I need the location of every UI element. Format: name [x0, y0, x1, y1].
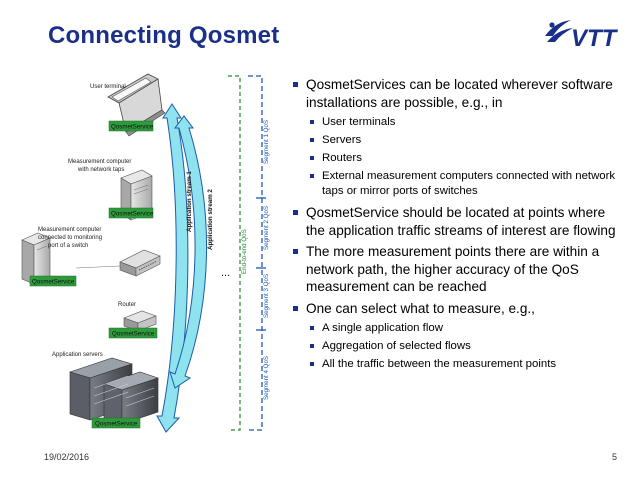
label-segment-4-qos: Segment 4 QoS — [263, 356, 270, 400]
qosmetservice-label-terminal: QosmetService — [111, 124, 154, 131]
label-segment-3-qos: Segment 3 QoS — [263, 274, 270, 318]
bullet-1-sublist: User terminals Servers Routers External … — [292, 115, 622, 199]
qosmetservice-box-monitoring — [29, 275, 77, 287]
label-user-terminal: User terminal — [90, 84, 126, 90]
bullet-1-item-2: Servers — [292, 133, 622, 148]
label-monitoring-computer-3: port of a switch — [48, 243, 88, 249]
label-monitoring-computer-1: Measurement computer — [38, 227, 101, 233]
vtt-logo-swoosh — [545, 20, 573, 42]
bullet-1-item-4: External measurement computers connected… — [292, 169, 622, 199]
vtt-logo-text: VTT — [571, 25, 619, 50]
diagram-ellipsis: ... — [221, 267, 230, 279]
label-segment-1-qos: Segment 1 QoS — [263, 120, 270, 164]
qosmetservice-box-servers — [91, 417, 141, 429]
segment-brackets — [248, 75, 266, 431]
label-segment-2-qos: Segment 2 QoS — [263, 206, 270, 250]
label-application-stream-2: Application stream 2 — [207, 189, 214, 250]
footer-page-number: 5 — [612, 452, 618, 462]
label-monitoring-computer-2: connected to monitoring — [38, 235, 102, 241]
bullet-3: The more measurement points there are wi… — [292, 243, 622, 296]
bullet-4-item-2: Aggregation of selected flows — [292, 339, 622, 354]
qosmetservice-label-router: QosmetService — [112, 331, 155, 338]
vtt-logo: VTT — [545, 20, 619, 50]
server-rack-icon — [69, 357, 159, 425]
application-stream-2-arrow — [169, 115, 208, 389]
monitoring-computer-icon — [21, 232, 51, 285]
qosmetservice-box-taps — [108, 207, 154, 219]
qosmetservice-box-router — [108, 327, 158, 339]
bullet-1: QosmetServices can be located wherever s… — [292, 76, 622, 111]
label-measurement-computer-1: Measurement computer — [68, 159, 131, 165]
application-stream-1-arrow — [156, 103, 189, 433]
qosmetservice-label-servers: QosmetService — [95, 421, 138, 428]
bullet-1-item-1: User terminals — [292, 115, 622, 130]
qosmetservice-box-terminal — [108, 120, 154, 132]
label-measurement-computer-2: with network taps — [77, 167, 124, 173]
footer-date: 19/02/2016 — [44, 452, 90, 462]
switch-icon — [119, 249, 161, 277]
label-router: Router — [118, 302, 136, 308]
bullet-4: One can select what to measure, e.g., — [292, 300, 622, 318]
label-application-stream-1: Application stream 1 — [186, 171, 193, 232]
slide-title: Connecting Qosmet — [48, 22, 280, 49]
bullet-4-item-1: A single application flow — [292, 321, 622, 336]
qosmetservice-label-monitoring: QosmetService — [32, 279, 75, 286]
bullet-4-sublist: A single application flow Aggregation of… — [292, 321, 622, 372]
bullet-list: QosmetServices can be located wherever s… — [292, 76, 622, 377]
bullet-4-item-3: All the traffic between the measurement … — [292, 357, 622, 372]
switch-link-line — [75, 265, 121, 269]
qosmetservice-label-taps: QosmetService — [111, 211, 154, 218]
bullet-2: QosmetService should be located at point… — [292, 204, 622, 239]
end-to-end-bracket — [228, 75, 241, 431]
label-application-servers: Application servers — [52, 352, 103, 358]
bullet-1-item-3: Routers — [292, 151, 622, 166]
label-end-to-end-qos: End-to-end QoS — [241, 229, 248, 274]
